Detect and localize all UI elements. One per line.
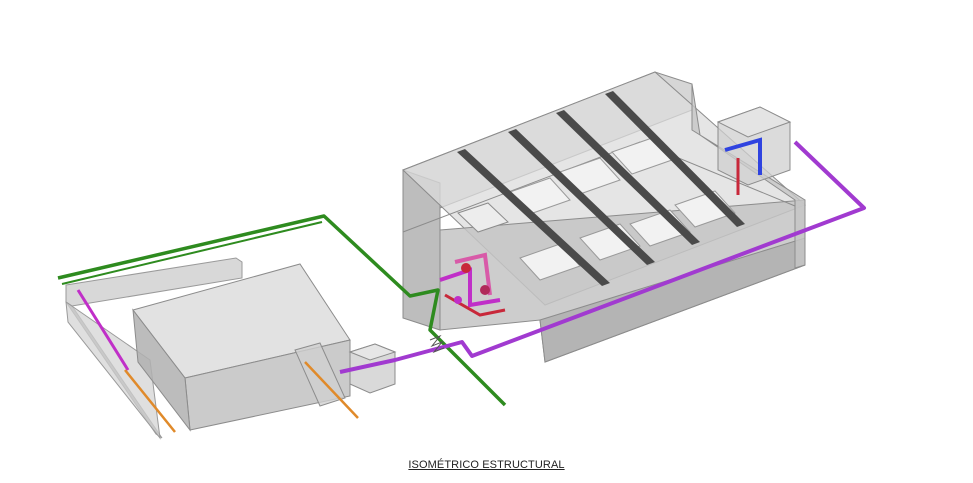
- small-tank: [65, 257, 397, 440]
- opening-5: [579, 223, 641, 261]
- beam-4: [605, 91, 745, 227]
- beam-2: [508, 129, 655, 265]
- valve-box-right-top: [716, 106, 792, 138]
- small-tank-base: [65, 300, 161, 440]
- orange-pipe-1: [124, 369, 176, 433]
- large-tank-right-wall: [691, 83, 806, 269]
- beam-1: [457, 149, 610, 286]
- orange-pipe-2: [304, 361, 359, 419]
- magenta-pipe: [339, 140, 866, 374]
- blue-pipe: [724, 137, 762, 175]
- small-tank-left-face: [132, 308, 191, 432]
- spring-coil: [429, 334, 445, 354]
- green-pipe-return: [61, 221, 323, 285]
- drawing-caption: ISOMÉTRICO ESTRUCTURAL: [408, 459, 565, 471]
- magenta-pipe-left: [76, 289, 130, 371]
- large-tank: [402, 71, 806, 363]
- green-pipe: [57, 214, 507, 407]
- opening-4: [519, 243, 581, 281]
- top-hatch: [457, 202, 509, 233]
- beam-3: [556, 110, 700, 245]
- pump-manifold: [439, 252, 506, 317]
- inspection-box-top: [348, 343, 397, 361]
